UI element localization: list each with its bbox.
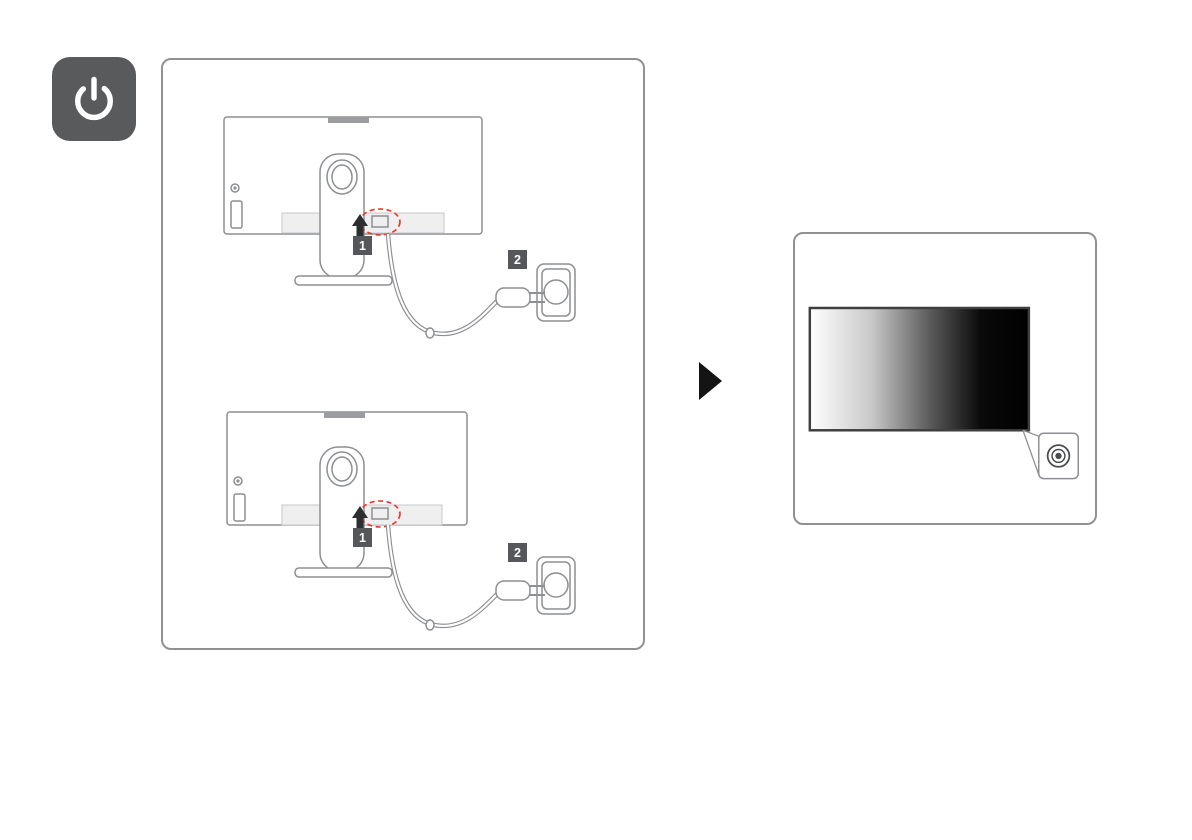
rear-view-diagram-2: 1 2 (226, 411, 576, 631)
cable-hole-inner (331, 456, 353, 482)
power-on-result-panel (793, 232, 1097, 525)
next-arrow-icon (699, 362, 722, 400)
stand-base (294, 275, 393, 286)
power-connection-panel: 1 2 (161, 58, 645, 650)
monitor-rear (223, 116, 483, 286)
wall-outlet (495, 263, 576, 322)
front-view-diagram (808, 306, 1079, 480)
power-icon (52, 57, 136, 141)
rear-view-diagram-1: 1 2 (223, 116, 576, 339)
power-inlet (371, 215, 389, 228)
stand-base (294, 567, 393, 578)
power-symbol-glyph (75, 76, 113, 121)
step-badge-2-label: 2 (514, 546, 521, 560)
power-plug (495, 580, 531, 601)
top-handle (328, 117, 369, 123)
monitor-screen (808, 306, 1031, 432)
insert-up-arrow-icon (352, 506, 368, 528)
step-badge-1 (353, 528, 372, 547)
kensington-lock-slot (233, 476, 243, 486)
power-button-icon (1046, 444, 1071, 468)
cable-tie (425, 619, 435, 631)
step-badge-2 (508, 250, 527, 269)
power-cable (385, 233, 502, 339)
cable-hole-inner (331, 164, 353, 190)
step-badge-1-label: 1 (359, 531, 366, 545)
step-badge-2-label: 2 (514, 253, 521, 267)
power-inlet (371, 507, 389, 520)
power-cable (385, 524, 502, 631)
power-icon-arc (75, 82, 113, 121)
callout-line (1022, 430, 1040, 475)
step-badge-1-label: 1 (359, 239, 366, 253)
top-handle (324, 412, 365, 418)
rear-label (233, 493, 246, 522)
step-badge-1 (353, 236, 372, 255)
monitor-rear (226, 411, 468, 578)
kensington-lock-slot (230, 183, 240, 193)
insert-up-arrow-icon (352, 214, 368, 236)
cable-tie (425, 327, 435, 339)
rear-label (230, 200, 243, 229)
step-badge-2 (508, 543, 527, 562)
wall-outlet (495, 556, 576, 615)
power-plug (495, 287, 531, 308)
callout-line (1022, 429, 1039, 437)
